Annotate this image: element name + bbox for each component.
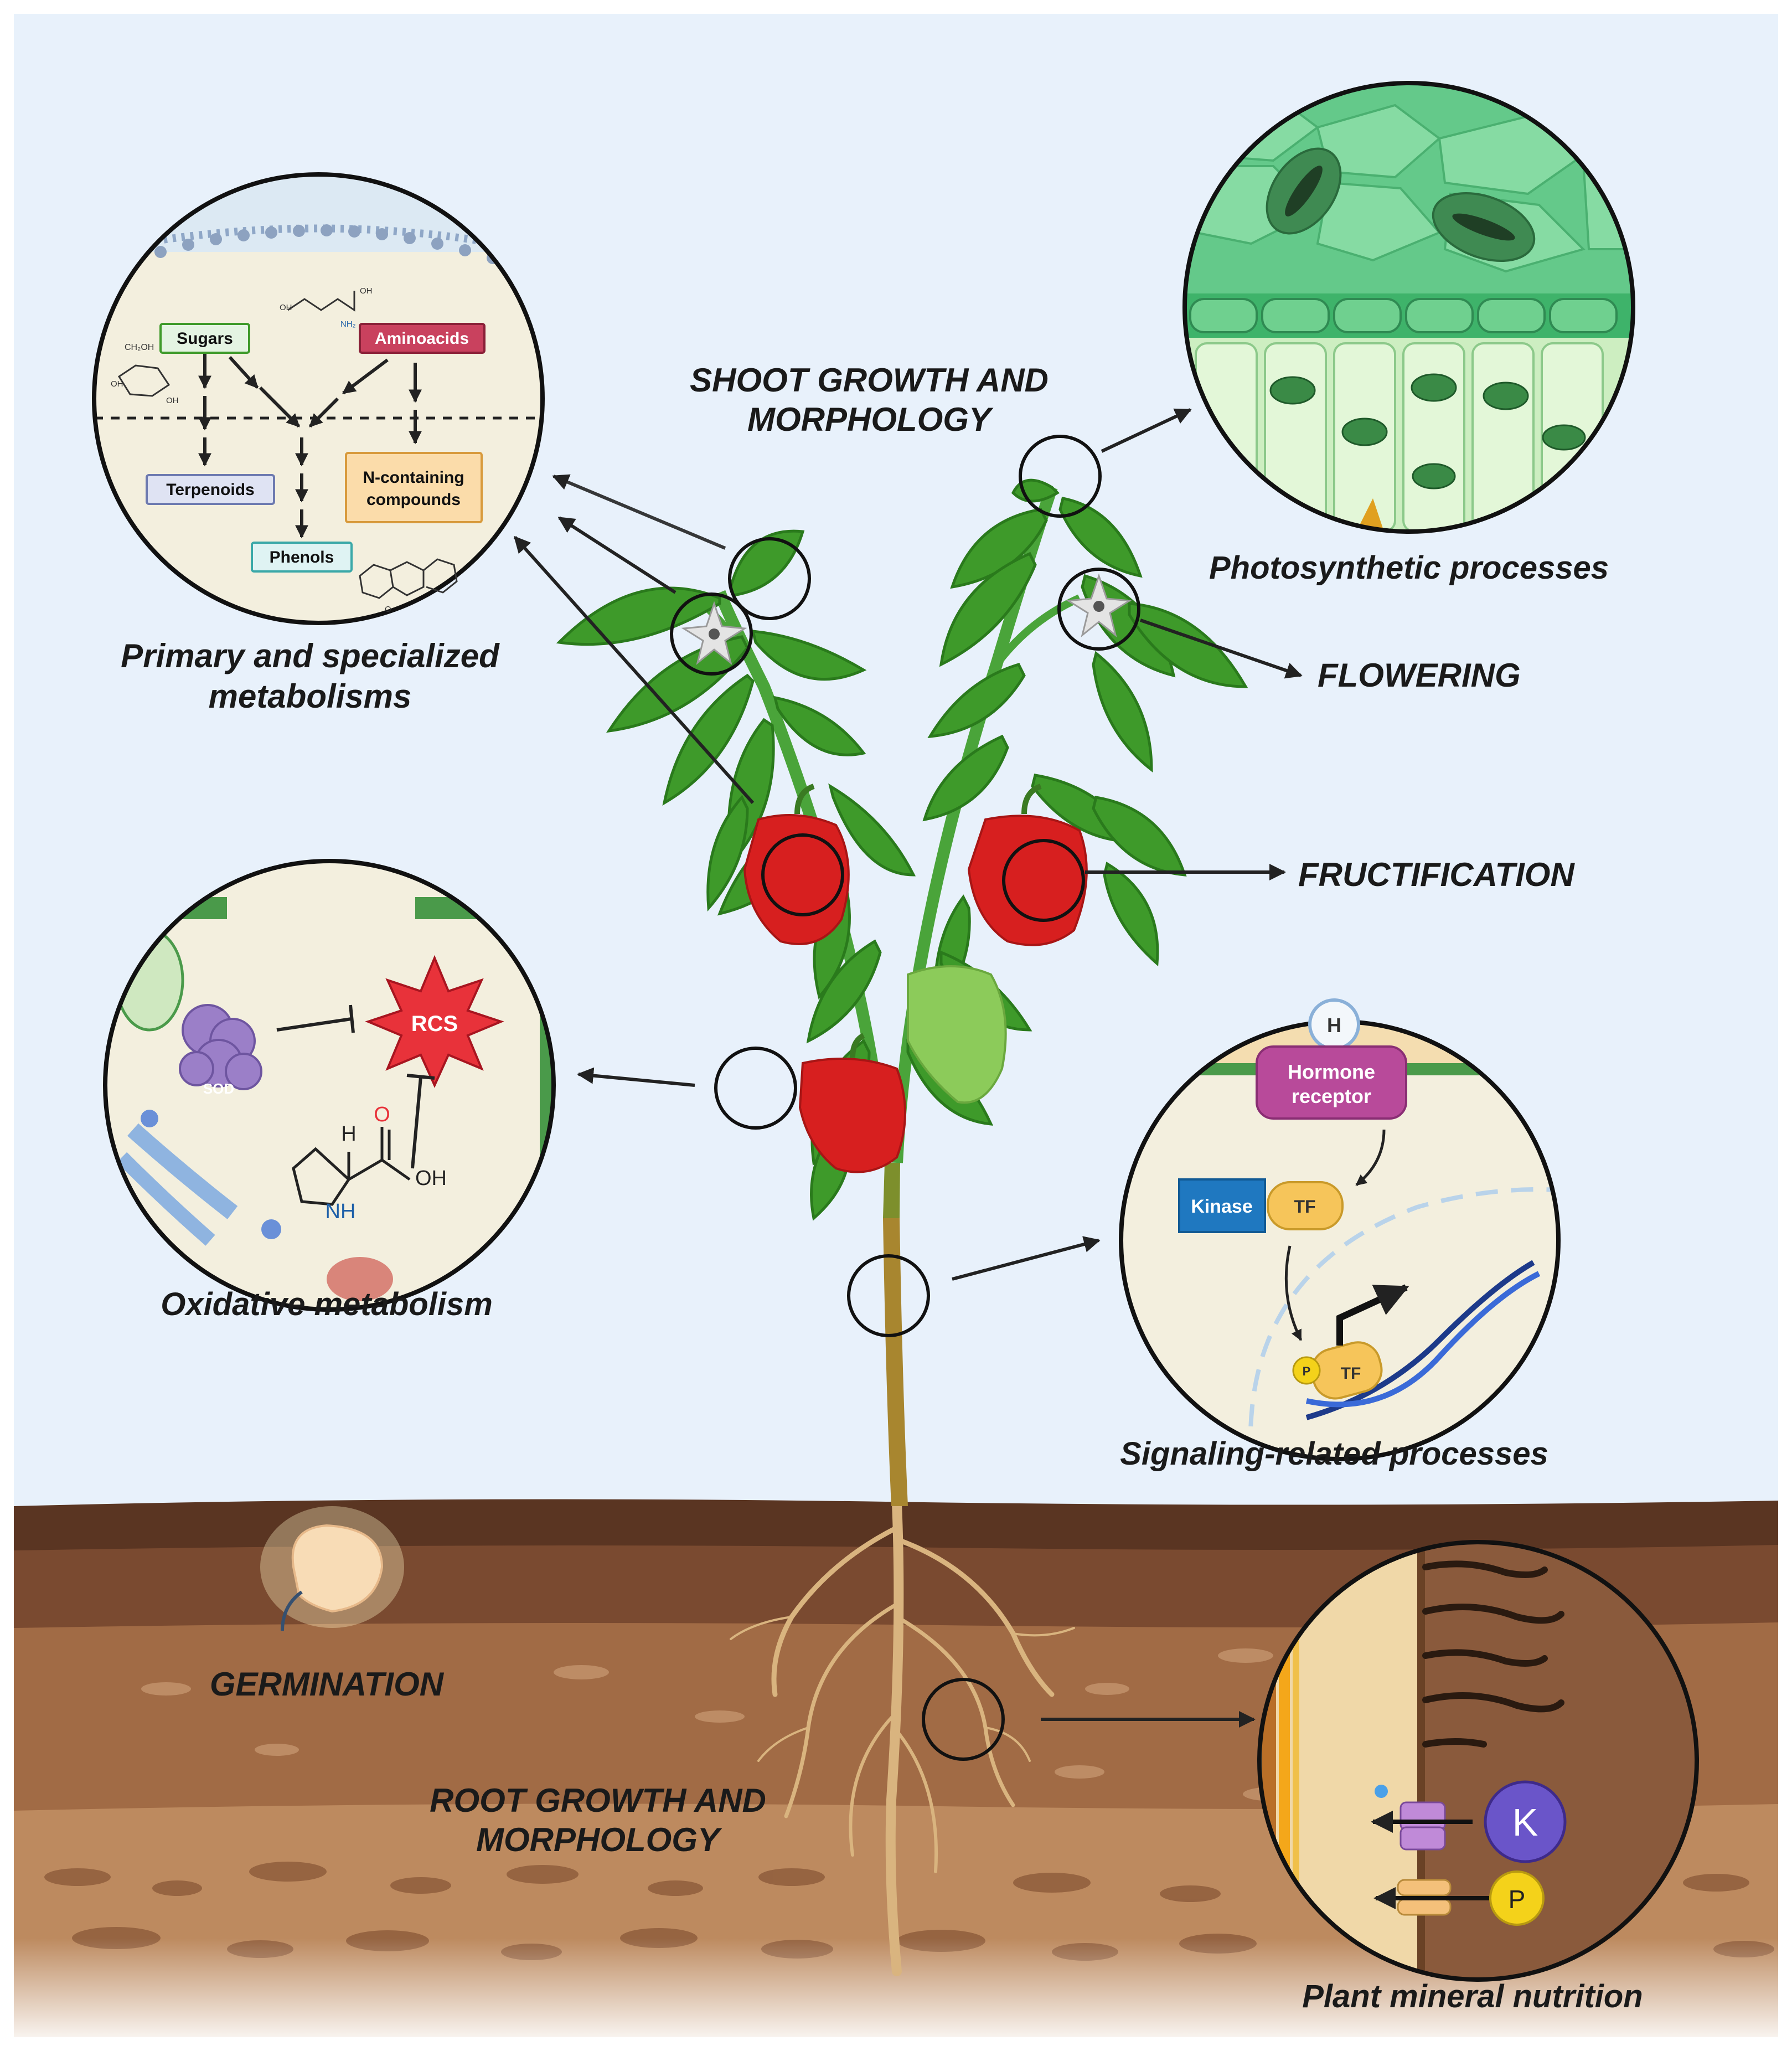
stomata bbox=[1266, 147, 1536, 262]
oxidative-label: Oxidative metabolism bbox=[161, 1286, 493, 1322]
kinase-box bbox=[1178, 1178, 1266, 1233]
signaling-label: Signaling-related processes bbox=[1120, 1436, 1548, 1472]
terpenoids-box bbox=[146, 474, 275, 505]
signaling-panel: H Hormone receptor Kinase TF TF P bbox=[1119, 998, 1561, 1461]
hormone-label: H bbox=[1327, 1014, 1341, 1037]
roots bbox=[730, 1498, 1075, 1976]
chem-label: OH bbox=[166, 396, 179, 405]
amino-acid-structure bbox=[287, 291, 355, 312]
hormone-receptor bbox=[1256, 1045, 1407, 1120]
kinase-label: Kinase bbox=[1191, 1196, 1253, 1217]
tf-label: TF bbox=[1294, 1197, 1315, 1217]
chem-label: O bbox=[385, 605, 391, 614]
inhibition-lines bbox=[276, 1004, 435, 1169]
callout-circles bbox=[670, 435, 1140, 1761]
sod-protein bbox=[179, 1004, 262, 1090]
proline-h: H bbox=[341, 1122, 356, 1146]
terpenoids-label: Terpenoids bbox=[166, 481, 254, 499]
proline-oh: OH bbox=[415, 1167, 447, 1190]
labels: SHOOT GROWTH AND MORPHOLOGY Photosynthet… bbox=[121, 362, 1643, 2014]
phenols-box bbox=[251, 542, 353, 573]
chem-label: OH bbox=[360, 286, 373, 296]
p-label: P bbox=[1509, 1885, 1526, 1914]
phenols-label: Phenols bbox=[270, 548, 334, 566]
phosphate-circle bbox=[1292, 1356, 1321, 1385]
sod-label: SOD bbox=[203, 1080, 234, 1097]
sugars-box bbox=[159, 323, 250, 354]
peppers bbox=[743, 784, 1088, 1173]
n-containing-label-2: compounds bbox=[366, 491, 461, 509]
chem-label: NH₂ bbox=[340, 319, 356, 329]
flavone-structure bbox=[359, 558, 458, 599]
chem-label: CH₂OH bbox=[125, 343, 154, 352]
n-containing-label-1: N-containing bbox=[363, 468, 464, 487]
germination-label: GERMINATION bbox=[210, 1666, 445, 1703]
root-label-2: MORPHOLOGY bbox=[476, 1821, 722, 1858]
fructification-label: FRUCTIFICATION bbox=[1298, 856, 1575, 893]
photosynthesis-panel bbox=[1182, 81, 1635, 534]
germinating-seed bbox=[260, 1506, 404, 1631]
tf-bound-label: TF bbox=[1341, 1364, 1361, 1383]
proline-nh: NH bbox=[326, 1200, 356, 1223]
rcs-label: RCS bbox=[411, 1012, 458, 1036]
arrows bbox=[513, 408, 1303, 1728]
primary-label-2: metabolisms bbox=[209, 678, 412, 715]
k-label: K bbox=[1512, 1801, 1538, 1844]
photosynthetic-label: Photosynthetic processes bbox=[1209, 550, 1609, 586]
proline-structure bbox=[292, 1127, 411, 1206]
metabolism-panel: CH₂OH OH OH OH NH₂ OH O bbox=[92, 172, 545, 625]
phosphate-label: P bbox=[1303, 1364, 1311, 1378]
n-containing-box bbox=[345, 452, 483, 523]
flowering-label: FLOWERING bbox=[1318, 657, 1521, 694]
hormone-receptor-label-2: receptor bbox=[1292, 1085, 1371, 1107]
mineral-label: Plant mineral nutrition bbox=[1302, 1978, 1643, 2014]
chem-label: OH bbox=[280, 303, 292, 312]
glucose-structure bbox=[117, 364, 171, 397]
shoot-label-2: MORPHOLOGY bbox=[747, 401, 994, 438]
shoot-label-1: SHOOT GROWTH AND bbox=[690, 362, 1049, 399]
rcs-burst bbox=[365, 955, 504, 1088]
k-ion bbox=[1484, 1780, 1567, 1863]
hormone-receptor-label-1: Hormone bbox=[1288, 1060, 1375, 1083]
aminoacids-box bbox=[359, 323, 486, 354]
mineral-panel: K P bbox=[1257, 1540, 1699, 1982]
primary-label-1: Primary and specialized bbox=[121, 637, 500, 674]
chem-label: OH bbox=[111, 379, 123, 389]
aminoacids-label: Aminoacids bbox=[375, 329, 469, 348]
proline-o: O bbox=[374, 1103, 390, 1126]
p-ion bbox=[1489, 1870, 1545, 1926]
sugars-label: Sugars bbox=[177, 329, 233, 348]
flowers bbox=[681, 573, 1132, 665]
oxidative-panel: SOD RCS H O OH NH bbox=[103, 859, 556, 1312]
root-label-1: ROOT GROWTH AND bbox=[430, 1782, 766, 1819]
tf-box bbox=[1267, 1181, 1344, 1230]
